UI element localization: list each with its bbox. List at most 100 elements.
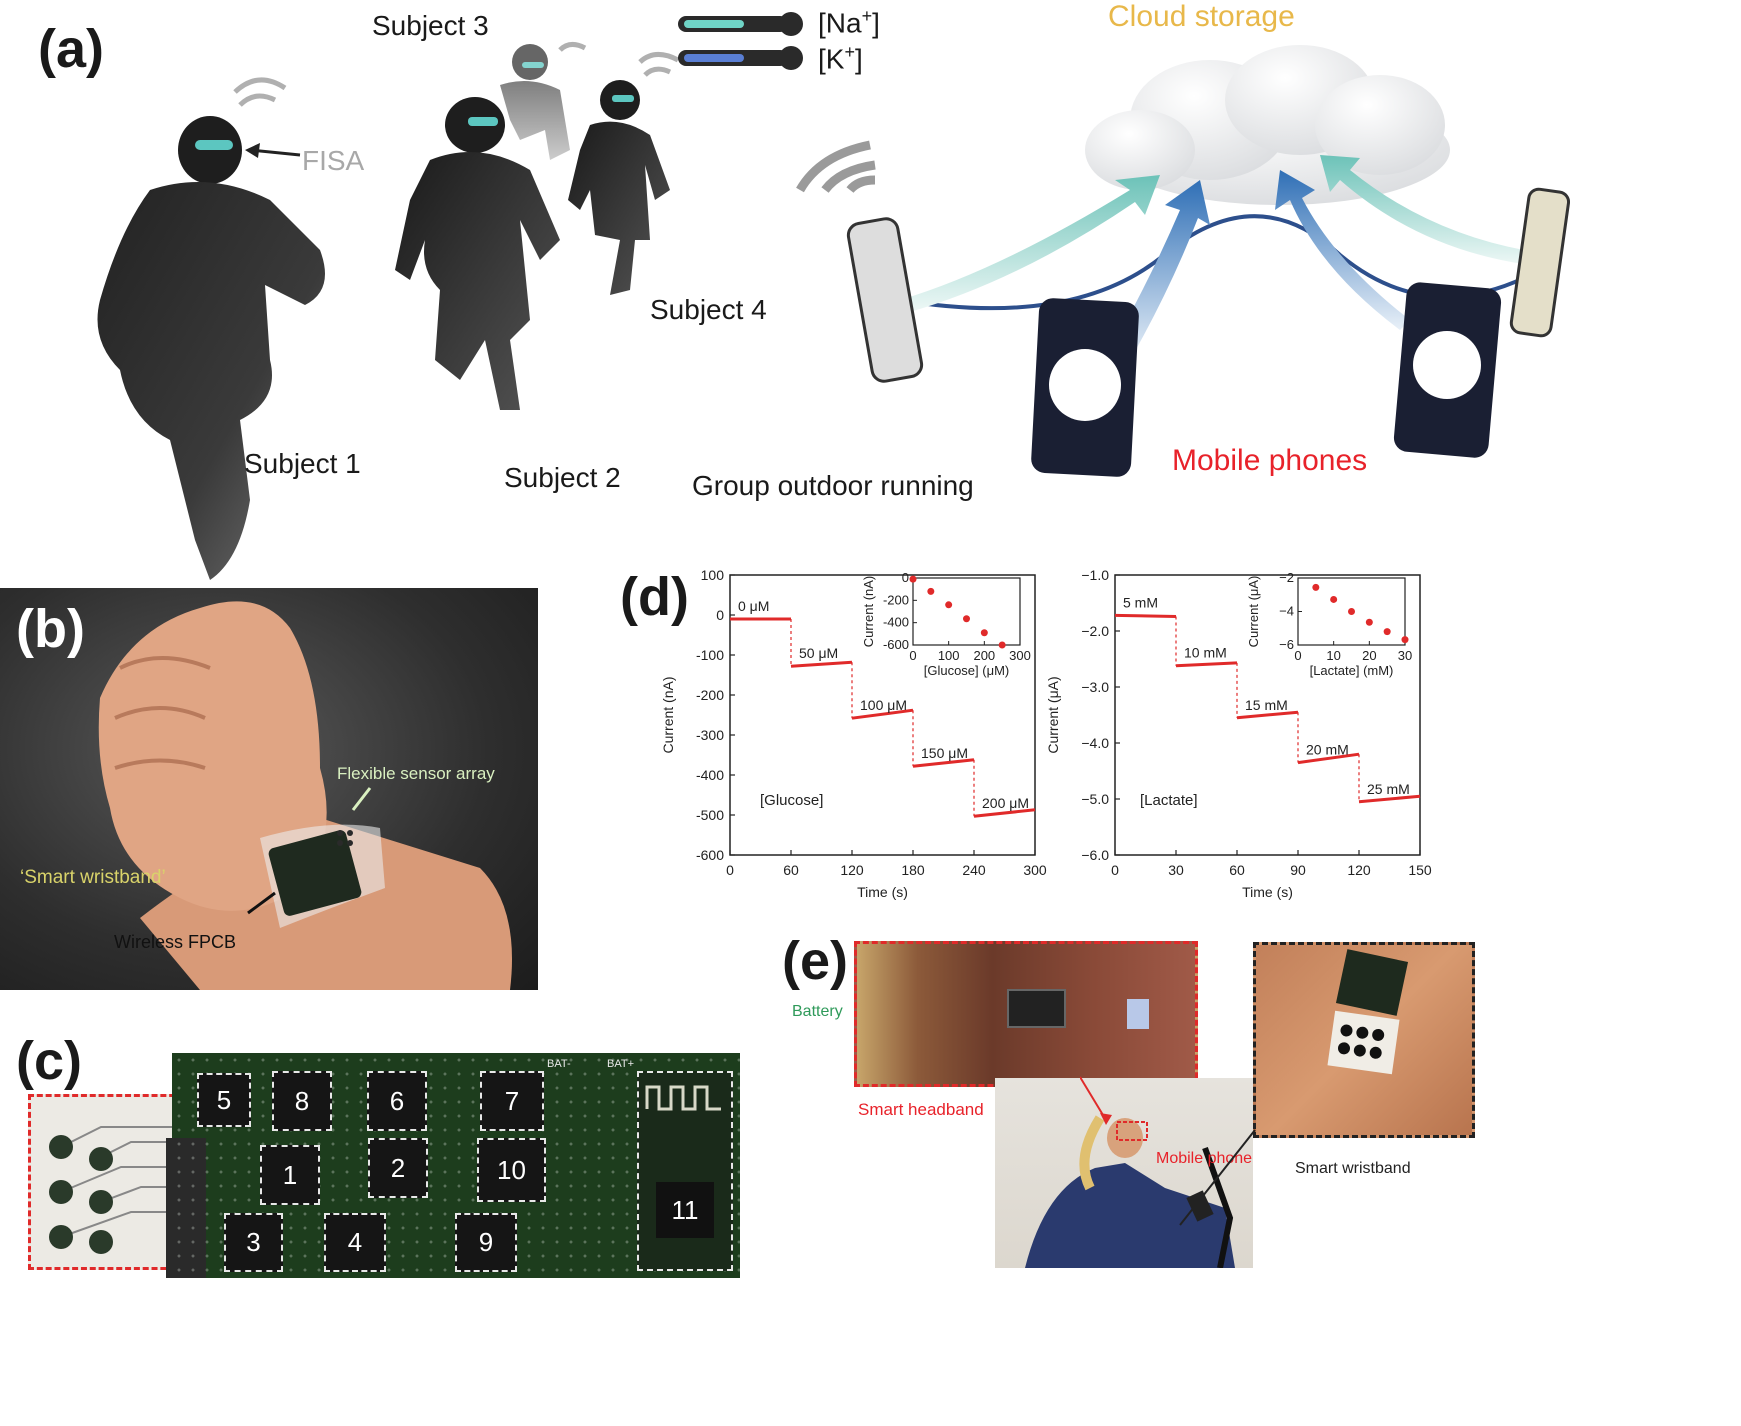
- label-smart-wristband-e: Smart wristband: [1295, 1160, 1411, 1177]
- chip-label: 2: [390, 1153, 406, 1183]
- x-tick-label: 0: [1111, 862, 1119, 878]
- series-line-segment: [973, 808, 1036, 818]
- label-subject-3: Subject 3: [372, 10, 489, 41]
- y-tick-label: −2.0: [1081, 623, 1109, 639]
- panel-letter-b: (b): [16, 599, 85, 659]
- inset-point: [980, 629, 988, 637]
- chip-11-body: 11: [656, 1182, 714, 1238]
- headband-device: [1007, 989, 1066, 1028]
- series-line-segment: [790, 660, 853, 668]
- inset-y-tick-label: −4: [1279, 604, 1294, 619]
- inset-x-tick-label: 100: [938, 648, 960, 663]
- wristband-sensor: [1327, 1010, 1400, 1075]
- chip-label: 9: [478, 1227, 494, 1257]
- phone-icon: [1509, 187, 1570, 338]
- panel-letter-e: (e): [782, 931, 848, 991]
- inset-point: [927, 587, 935, 595]
- y-axis-label: Current (μA): [1045, 676, 1061, 753]
- y-tick-label: −6.0: [1081, 847, 1109, 863]
- inset-x-tick-label: 30: [1398, 648, 1412, 663]
- label-smart-headband: Smart headband: [858, 1100, 984, 1119]
- ion-sensor-legend: [678, 12, 803, 70]
- y-axis-label: Current (nA): [660, 676, 676, 753]
- label-battery: Battery: [792, 1003, 843, 1020]
- inset-point: [1365, 618, 1373, 626]
- x-tick-label: 60: [1229, 862, 1245, 878]
- label-na: [Na+]: [818, 6, 880, 39]
- inset-y-tick-label: 0: [902, 570, 909, 585]
- wifi-icon: [233, 42, 680, 107]
- headband-sensor: [1127, 999, 1149, 1029]
- x-tick-label: 300: [1023, 862, 1047, 878]
- pcb-connector: [166, 1138, 206, 1278]
- step-label: 20 mM: [1306, 742, 1349, 758]
- y-tick-label: 100: [701, 567, 725, 583]
- y-tick-label: -500: [696, 807, 724, 823]
- step-label: 15 mM: [1245, 697, 1288, 713]
- x-tick-label: 120: [840, 862, 864, 878]
- y-tick-label: −5.0: [1081, 791, 1109, 807]
- wristband-photo: [1253, 942, 1475, 1138]
- chip-8: 8: [272, 1071, 332, 1131]
- label-k-charge: +: [844, 42, 855, 62]
- phone-icon: [1393, 282, 1502, 458]
- electrode-dots: [1337, 1024, 1385, 1059]
- x-tick-label: 30: [1168, 862, 1184, 878]
- hand-wristband-image: [98, 601, 512, 990]
- panel-letter-d: (d): [620, 567, 689, 627]
- inset-point: [1312, 583, 1320, 591]
- label-k-close: ]: [854, 43, 863, 75]
- chip-label: 1: [282, 1160, 298, 1190]
- headband-photo: [854, 941, 1198, 1087]
- series-line-segment: [1236, 710, 1299, 720]
- label-na-prefix: [Na: [818, 7, 862, 39]
- inset-x-tick-label: 20: [1362, 648, 1376, 663]
- label-k-prefix: [K: [818, 43, 845, 75]
- y-tick-label: −4.0: [1081, 735, 1109, 751]
- y-tick-label: 0: [716, 607, 724, 623]
- chip-label: 3: [246, 1227, 261, 1257]
- inset-x-axis-label: [Lactate] (mM): [1310, 663, 1394, 678]
- panel-e-connectors: [1080, 1076, 1256, 1226]
- inset-point: [963, 615, 970, 623]
- series-line-segment: [912, 758, 975, 768]
- step-label: 5 mM: [1123, 594, 1158, 610]
- x-tick-label: 60: [783, 862, 799, 878]
- label-na-close: ]: [872, 7, 880, 39]
- label-flexible-sensor-array: Flexible sensor array: [337, 764, 495, 783]
- label-fisa: FISA: [302, 145, 365, 176]
- step-label: 150 μM: [921, 745, 968, 761]
- inset-point: [1383, 628, 1391, 636]
- chip-7: 7: [480, 1071, 544, 1131]
- step-label: 100 μM: [860, 697, 907, 713]
- x-tick-label: 180: [901, 862, 925, 878]
- pcb-board: BAT- BAT+ 5 8 6 7 1 2 10 3 4 9 11: [166, 1053, 740, 1278]
- antenna-icon: [645, 1085, 721, 1111]
- chip-4: 4: [324, 1213, 386, 1272]
- inset-y-tick-label: -400: [883, 615, 909, 630]
- inset-point: [945, 601, 953, 609]
- series-label: [Glucose]: [760, 792, 823, 809]
- cyclist-image: [1025, 1115, 1235, 1268]
- inset-y-axis-label: Current (nA): [861, 576, 876, 648]
- series-line-segment: [1175, 661, 1238, 668]
- x-tick-label: 240: [962, 862, 986, 878]
- label-bat-minus: BAT-: [547, 1058, 571, 1070]
- y-tick-label: -300: [696, 727, 724, 743]
- chip-3: 3: [224, 1213, 283, 1272]
- label-k: [K+]: [818, 42, 863, 75]
- inset-point: [1401, 636, 1409, 644]
- label-smart-wristband: ‘Smart wristband’: [20, 867, 166, 888]
- chip-label: 7: [504, 1086, 520, 1116]
- label-na-charge: +: [861, 6, 873, 26]
- step-label: 10 mM: [1184, 645, 1227, 661]
- chip-label: 4: [347, 1227, 363, 1257]
- label-mobile-phones: Mobile phones: [1172, 444, 1368, 477]
- y-tick-label: −1.0: [1081, 567, 1109, 583]
- panel-letter-c: (c): [16, 1031, 82, 1091]
- plot-frame: [729, 574, 1036, 856]
- phone-icon: [1031, 298, 1139, 477]
- series-line-segment: [1358, 794, 1421, 804]
